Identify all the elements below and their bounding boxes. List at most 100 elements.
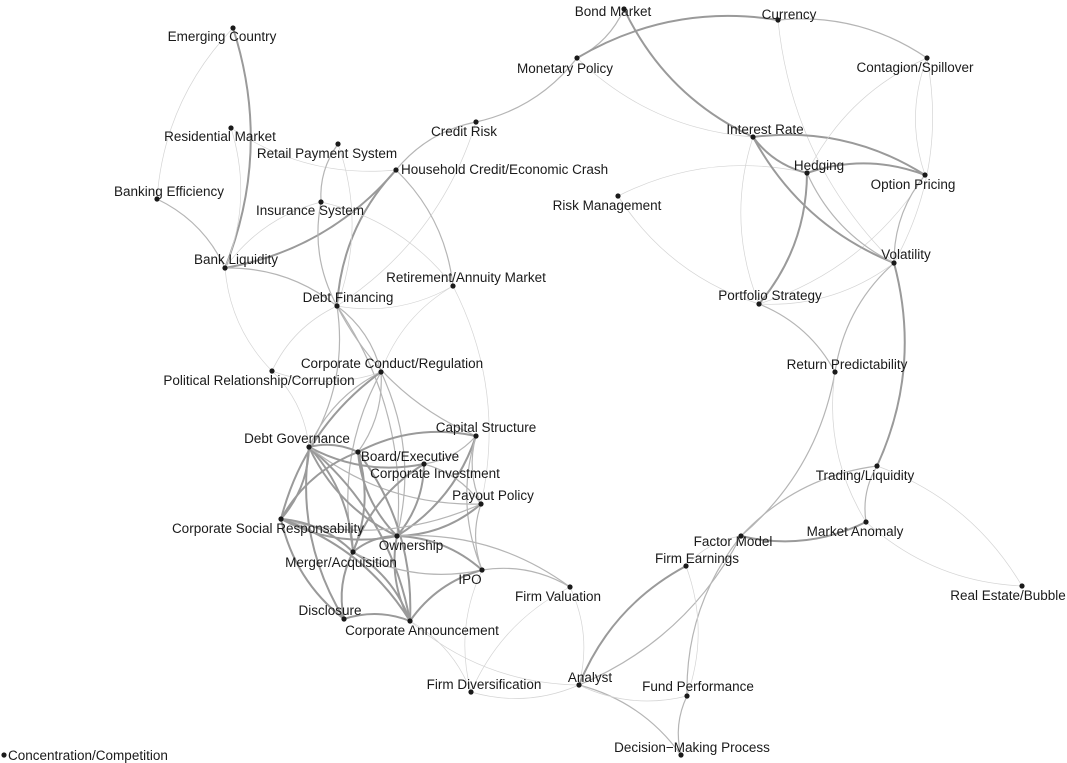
node-label: Corporate Investment <box>370 466 500 481</box>
node-label: Corporate Social Responsability <box>172 521 364 536</box>
node-dot <box>334 303 340 309</box>
node-bond-market: Bond Market <box>575 4 652 19</box>
edge-bank_liquidity-debt_financing <box>224 267 338 307</box>
node-capital-structure: Capital Structure <box>436 420 536 439</box>
edge-fund_performance-factor_model <box>686 535 742 697</box>
node-portfolio-strategy: Portfolio Strategy <box>718 288 822 307</box>
node-insurance-system: Insurance System <box>256 199 364 218</box>
edge-firm_valuation-analyst <box>569 586 585 686</box>
node-monetary-policy: Monetary Policy <box>517 55 613 76</box>
node-dot <box>576 682 582 688</box>
edge-ipo-corporate_announcement <box>409 569 483 622</box>
node-corporate-conduct: Corporate Conduct/Regulation <box>301 356 483 375</box>
edge-political-debt_governance <box>271 370 310 448</box>
node-disclosure: Disclosure <box>298 603 362 622</box>
edge-merger-corporate_announcement <box>352 551 411 622</box>
node-merger: Merger/Acquisition <box>285 549 397 570</box>
edge-hedging-contagion <box>806 57 928 174</box>
edge-ipo-firm_diversification <box>464 569 483 693</box>
edge-capital_structure-ownership <box>396 435 477 537</box>
edge-residential_market-household_credit <box>230 127 397 172</box>
edge-factor_model-market_anomaly <box>740 521 867 543</box>
node-return-predictability: Return Predictability <box>787 357 908 375</box>
node-dot <box>750 134 756 140</box>
node-dot <box>678 752 684 758</box>
node-dot <box>924 55 930 61</box>
node-dot <box>738 533 744 539</box>
node-label: Ownership <box>379 538 444 553</box>
edge-ipo-firm_valuation <box>481 567 571 588</box>
node-label: Trading/Liquidity <box>816 468 915 483</box>
node-dot <box>804 170 810 176</box>
edge-analyst-firm_diversification <box>470 684 580 699</box>
edge-ownership-firm_valuation <box>396 534 571 588</box>
node-label: Insurance System <box>256 203 364 218</box>
node-dot <box>684 693 690 699</box>
node-label: Banking Efficiency <box>114 184 224 199</box>
node-dot <box>306 444 312 450</box>
node-debt-governance: Debt Governance <box>244 431 350 450</box>
edge-board_executive-capital_structure <box>357 430 477 453</box>
node-dot <box>863 519 869 525</box>
edge-monetary_policy-interest_rate <box>576 57 754 138</box>
node-concentration: Concentration/Competition <box>1 748 168 763</box>
node-label: Credit Risk <box>431 124 497 139</box>
node-fund-performance: Fund Performance <box>642 679 754 699</box>
node-political: Political Relationship/Corruption <box>163 368 355 388</box>
node-analyst: Analyst <box>568 670 612 688</box>
edge-csr-corporate_announcement <box>280 518 411 622</box>
node-emerging-country: Emerging Country <box>168 25 277 44</box>
edge-ownership-ipo <box>396 535 483 571</box>
edge-merger-disclosure <box>340 551 354 620</box>
node-dot <box>407 618 413 624</box>
node-board-executive: Board/Executive <box>355 449 459 464</box>
edge-corporate_conduct-debt_governance <box>308 371 382 448</box>
edge-disclosure-corporate_announcement <box>343 613 411 622</box>
node-label: Decision−Making Process <box>614 740 770 755</box>
edge-debt_financing-capital_structure <box>336 305 477 437</box>
edge-analyst-decision_making <box>578 684 682 756</box>
node-dot <box>832 369 838 375</box>
node-label: Currency <box>762 7 817 22</box>
node-label: Concentration/Competition <box>8 748 168 763</box>
edge-debt_governance-board_executive <box>308 443 359 453</box>
node-dot <box>450 283 456 289</box>
node-dot <box>341 616 347 622</box>
node-dot <box>683 563 689 569</box>
node-label: Household Credit/Economic Crash <box>401 162 608 177</box>
node-label: Bond Market <box>575 4 652 19</box>
node-dot <box>335 141 341 147</box>
edge-political-corporate_conduct <box>271 370 382 382</box>
node-label: Firm Diversification <box>427 677 542 692</box>
node-label: Retail Payment System <box>257 146 397 161</box>
node-dot <box>228 125 234 131</box>
edge-retirement-corporate_conduct <box>380 285 454 373</box>
node-dot <box>421 461 427 467</box>
edge-bank_liquidity-political <box>224 267 273 372</box>
edge-corporate_announcement-analyst <box>409 620 580 686</box>
edge-firm_valuation-firm_diversification <box>470 586 571 693</box>
edge-corporate_investment-capital_structure <box>423 435 477 465</box>
node-dot <box>621 6 627 12</box>
node-trading-liquidity: Trading/Liquidity <box>816 463 915 483</box>
node-label: Volatility <box>881 247 931 262</box>
edge-portfolio_strategy-option_pricing <box>758 174 926 305</box>
edge-portfolio_strategy-hedging <box>758 172 808 305</box>
edge-interest_rate-option_pricing <box>752 133 926 176</box>
edge-corporate_conduct-board_executive <box>357 371 382 453</box>
node-label: Debt Governance <box>244 431 350 446</box>
edge-contagion-option_pricing <box>915 57 928 176</box>
node-firm-earnings: Firm Earnings <box>655 551 739 569</box>
node-dot <box>874 463 880 469</box>
node-dot <box>574 55 580 61</box>
node-volatility: Volatility <box>881 247 931 266</box>
edge-emerging_country-banking_efficiency <box>156 27 234 200</box>
edge-credit_risk-household_credit <box>395 121 477 171</box>
edge-risk_management-hedging <box>617 165 808 197</box>
node-ownership: Ownership <box>379 533 444 553</box>
node-dot <box>318 199 324 205</box>
edge-payout_policy-csr <box>280 503 482 531</box>
node-debt-financing: Debt Financing <box>303 290 393 309</box>
